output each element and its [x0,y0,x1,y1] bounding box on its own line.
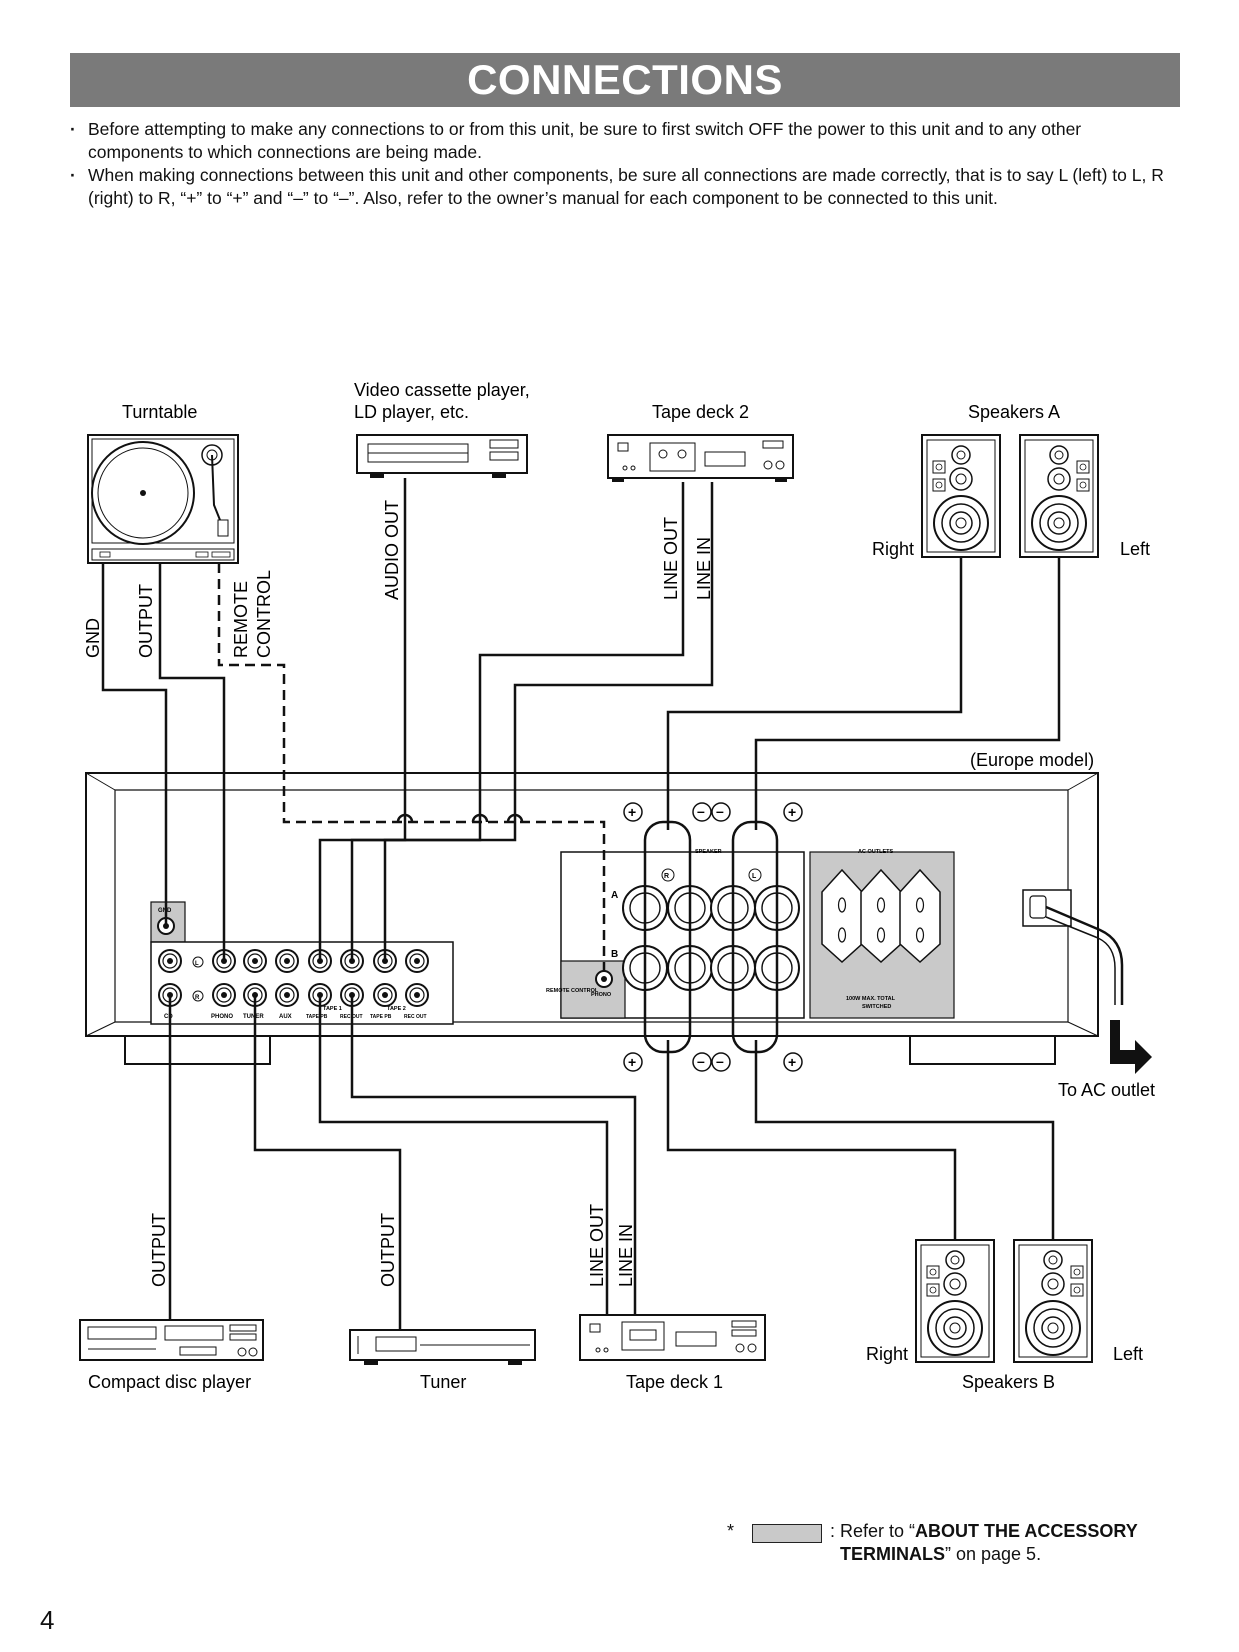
panel-tape-pb-2: TAPE PB [370,1014,392,1020]
panel-tape1: TAPE 1 [323,1006,342,1012]
footnote-suffix: ” on page 5. [945,1544,1042,1564]
tuner-device [349,1329,536,1365]
panel-remote-control: REMOTE CONTROL [546,988,599,994]
polarity-minus-2: – [716,803,724,819]
panel-a: A [611,890,618,901]
panel-phono-remote: PHONO [591,992,612,998]
panel-speaker: SPEAKER [695,849,722,855]
page-number: 4 [40,1605,55,1635]
polarity-plus-1: + [628,804,636,820]
polarity-top: + – – + [623,802,803,822]
vcr-device [356,434,528,478]
panel-tuner: TUNER [243,1014,264,1020]
panel-tape-pb-1: TAPE PB [306,1014,328,1020]
label-to-ac-outlet: To AC outlet [1058,1080,1155,1100]
footnote-bold-2: TERMINALS [840,1544,945,1564]
cable-label-turntable-output: OUTPUT [136,584,156,658]
intro-bullet-2: When making connections between this uni… [70,164,1180,210]
tape-deck-1-device [579,1314,766,1361]
panel-b: B [611,949,618,960]
polarity-plus-4: + [788,1054,796,1070]
polarity-plus-3: + [628,1054,636,1070]
panel-phono: PHONO [211,1014,233,1020]
accessory-swatch [752,1524,822,1543]
tape-deck-2-device [607,434,794,482]
polarity-minus-4: – [716,1053,724,1069]
label-speakers-a: Speakers A [968,402,1060,422]
page-title: CONNECTIONS [70,53,1180,107]
label-turntable: Turntable [122,402,197,422]
label-right-a: Right [872,539,914,559]
cable-label-tape1-line-out: LINE OUT [587,1204,607,1287]
cd-player-device [79,1319,264,1361]
footnote-star: * [727,1521,735,1541]
speaker-a-right [921,434,1001,558]
cable-label-remote: REMOTE [231,581,251,658]
polarity-plus-2: + [788,804,796,820]
panel-r: R [195,995,200,1001]
label-cd-player: Compact disc player [88,1372,251,1392]
amplifier-rear-panel: GND L R CD PHONO TUNER AUX TAPE 1 TAPE P… [85,772,1099,1065]
label-vcr-line2: LD player, etc. [354,402,469,422]
label-tape-deck-2: Tape deck 2 [652,402,749,422]
label-left-a: Left [1120,539,1150,559]
cable-label-tape2-line-out: LINE OUT [661,517,681,600]
panel-ac-outlets: AC OUTLETS [858,849,893,855]
panel-ac-note-1: 100W MAX. TOTAL [846,996,896,1002]
cable-label-cd-output: OUTPUT [149,1213,169,1287]
label-left-b: Left [1113,1344,1143,1364]
label-speakers-b: Speakers B [962,1372,1055,1392]
label-vcr-line1: Video cassette player, [354,380,530,400]
arrow-down-right-icon [1110,1020,1152,1074]
footnote-prefix: : Refer to “ [830,1521,916,1541]
turntable-device [87,434,239,564]
panel-spk-l: L [752,873,757,880]
cable-label-gnd: GND [83,618,103,658]
cable-label-control: CONTROL [254,570,274,658]
cable-label-tuner-output: OUTPUT [378,1213,398,1287]
panel-tape2: TAPE 2 [387,1006,406,1012]
cable-label-tape2-line-in: LINE IN [694,537,714,600]
panel-l: L [195,961,199,967]
speaker-b-left [1013,1239,1093,1363]
panel-aux: AUX [279,1014,292,1020]
speaker-b-right [915,1239,995,1363]
panel-cd: CD [164,1014,173,1020]
speaker-a-left [1019,434,1099,558]
label-europe-model: (Europe model) [970,750,1094,770]
cables [101,478,1124,1330]
intro-list: Before attempting to make any connection… [70,118,1180,210]
panel-spk-r: R [664,873,669,880]
polarity-minus-3: – [697,1053,705,1069]
polarity-bottom: + – – + [623,1052,803,1072]
footnote-bold-1: ABOUT THE ACCESSORY [915,1521,1138,1541]
cable-label-tape1-line-in: LINE IN [616,1224,636,1287]
panel-rec-out-2: REC OUT [404,1014,427,1020]
panel-ac-note-2: SWITCHED [862,1004,891,1010]
polarity-minus-1: – [697,803,705,819]
intro-bullet-1: Before attempting to make any connection… [70,118,1180,164]
label-tuner: Tuner [420,1372,466,1392]
label-tape-deck-1: Tape deck 1 [626,1372,723,1392]
label-right-b: Right [866,1344,908,1364]
cable-label-audio-out: AUDIO OUT [382,500,402,600]
